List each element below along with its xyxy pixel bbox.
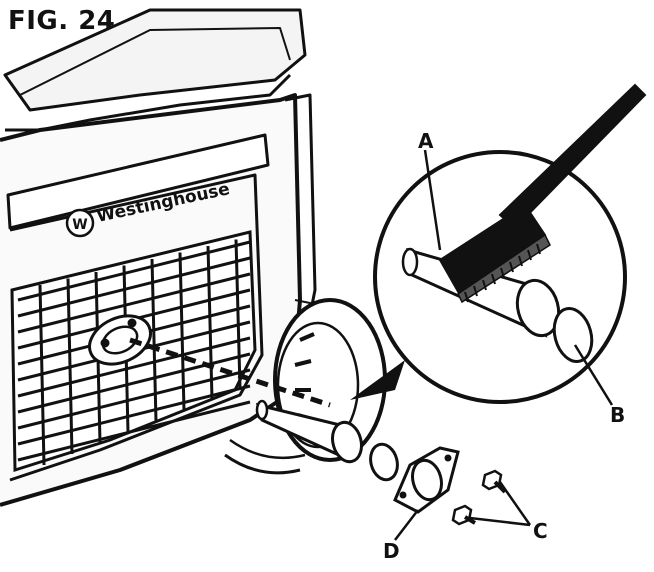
grille-rib: [234, 239, 242, 389]
brand-logo-letter: W: [72, 217, 87, 233]
grille-slat: [17, 272, 251, 334]
brush-bristle: [482, 279, 487, 291]
leader-c-1: [498, 481, 532, 526]
spark-arrestor-screen-icon: [255, 399, 363, 464]
callout-b: B: [610, 403, 625, 427]
leader-b: [573, 344, 614, 406]
grille-slat: [17, 240, 251, 302]
leader-d: [394, 509, 419, 541]
muffler-cover-plate-icon: [393, 446, 460, 514]
brush-bristle: [464, 291, 469, 303]
bolt-icon: [451, 469, 507, 526]
brush-bristle: [536, 243, 541, 255]
grille-slat: [17, 400, 251, 462]
brush-bristle: [518, 255, 523, 267]
muffler-outlet: [88, 314, 152, 366]
brush-bristle: [527, 249, 532, 261]
brand-logo-circle: [65, 208, 95, 238]
grille-slat: [17, 256, 251, 318]
brush-bristle: [500, 267, 505, 279]
callout-d: D: [383, 539, 400, 563]
figure-title: FIG. 24: [8, 6, 116, 36]
grille-rib: [150, 258, 158, 422]
leader-c-2: [469, 516, 531, 527]
callout-a: A: [418, 129, 434, 153]
grille-rib: [38, 284, 46, 466]
cleaning-brush-icon: [438, 83, 647, 304]
brush-bristle: [509, 261, 514, 273]
grille-rib: [66, 278, 74, 455]
grille-rib: [178, 252, 186, 411]
grille-rib: [206, 245, 214, 400]
leader-a: [423, 149, 442, 251]
callout-c: C: [533, 519, 548, 543]
leader-lines: [394, 149, 614, 541]
alignment-line: [129, 337, 331, 408]
gasket-icon: [369, 442, 399, 482]
brush-bristle: [473, 285, 478, 297]
brush-bristle: [491, 273, 496, 285]
